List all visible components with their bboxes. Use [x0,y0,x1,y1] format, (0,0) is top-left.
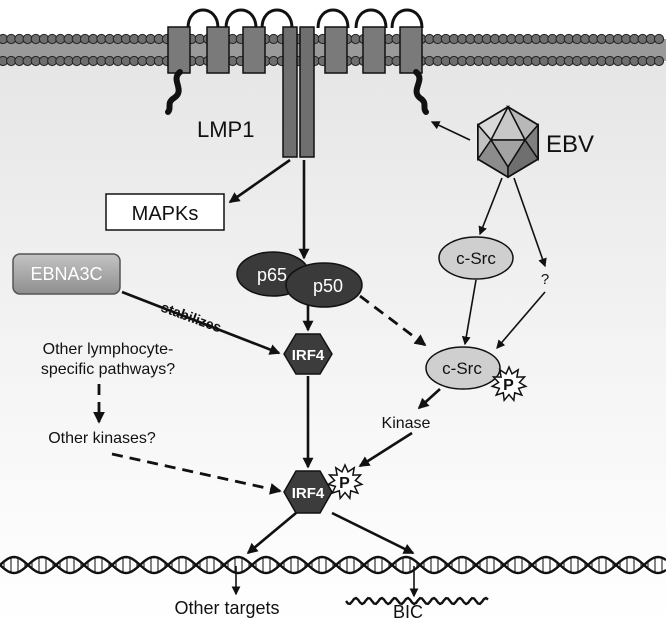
ebna3c-box [12,253,121,295]
dashed-arrow-nfkb-to-csrc [359,294,427,347]
arrow-ebv-to-csrc [478,177,503,236]
lipid-head-outer [653,33,665,45]
other-pathways-line1: Other lymphocyte- [43,341,174,358]
irf4-top-label: IRF4 [292,347,325,364]
cytoplasm-background [0,62,666,623]
lmp1-protein [165,8,429,158]
lmp1-transmembrane-helices [167,26,423,74]
arrow-unknown-to-active-csrc [496,291,546,350]
phospho-label-csrc: P [503,377,514,394]
arrow-kinase-to-irf4 [358,431,413,468]
transmembrane-helix [206,26,230,74]
ebv-label: EBV [546,131,594,158]
arrows [93,121,547,555]
bic-label: BIC [393,602,423,622]
other-kinases-label: Other kinases? [48,430,156,447]
bic-mrna [345,596,489,606]
phospho-burst-csrc: P [490,365,528,403]
lipid-head-inner [653,55,665,67]
arrow-irf4-to-other-targets [246,512,297,555]
lmp1-n-terminus [165,69,183,115]
p50-subunit [285,262,363,308]
transmembrane-helix [362,26,386,74]
arrow-csrc-to-kinase [417,388,441,410]
dna-strand-a [0,555,666,575]
arrow-ebna3c-stabilizes-irf4 [121,290,281,355]
other-targets-label: Other targets [174,598,279,618]
p65-label: p65 [257,265,287,285]
other-pathways-line2: specific pathways? [41,361,175,378]
transmembrane-helix [242,26,266,74]
lmp1-tail-right [299,26,315,158]
mapks-label: MAPKs [132,203,199,225]
dna-double-helix [0,555,666,575]
arrow-ebv-to-lmp1 [430,121,471,141]
dashed-arrow-kinases-to-irf4 [111,452,282,495]
lmp1-label: LMP1 [197,117,254,142]
irf4-bottom-label: IRF4 [292,485,325,502]
phospho-burst-irf4: P [326,463,364,501]
irf4-top-hexagon [283,333,333,375]
dna-strand-b [0,555,666,575]
lmp1-c-terminus [413,69,429,115]
csrc-active-label: c-Src [442,359,482,378]
arrow-ebv-to-unknown [513,177,547,268]
phospho-label-irf4: P [339,475,350,492]
transmembrane-helix [167,26,191,74]
lmp1-loops [186,8,424,29]
csrc-inactive-label: c-Src [456,249,496,268]
lmp1-tail-left [282,26,298,158]
csrc-active [425,346,501,390]
mapks-box [105,193,225,231]
arrow-lmp1-to-mapks [228,158,291,204]
arrow-csrc-to-active-csrc [461,279,477,346]
arrow-irf4-to-bic [331,511,415,555]
p50-label: p50 [313,276,343,296]
unknown-mediator-label: ? [541,271,549,288]
transmembrane-helix [399,26,423,74]
kinase-label: Kinase [382,415,431,432]
ebv-virion-icon [476,105,540,179]
ebna3c-label: EBNA3C [30,264,102,284]
csrc-inactive [438,236,514,280]
transmembrane-helix [324,26,348,74]
